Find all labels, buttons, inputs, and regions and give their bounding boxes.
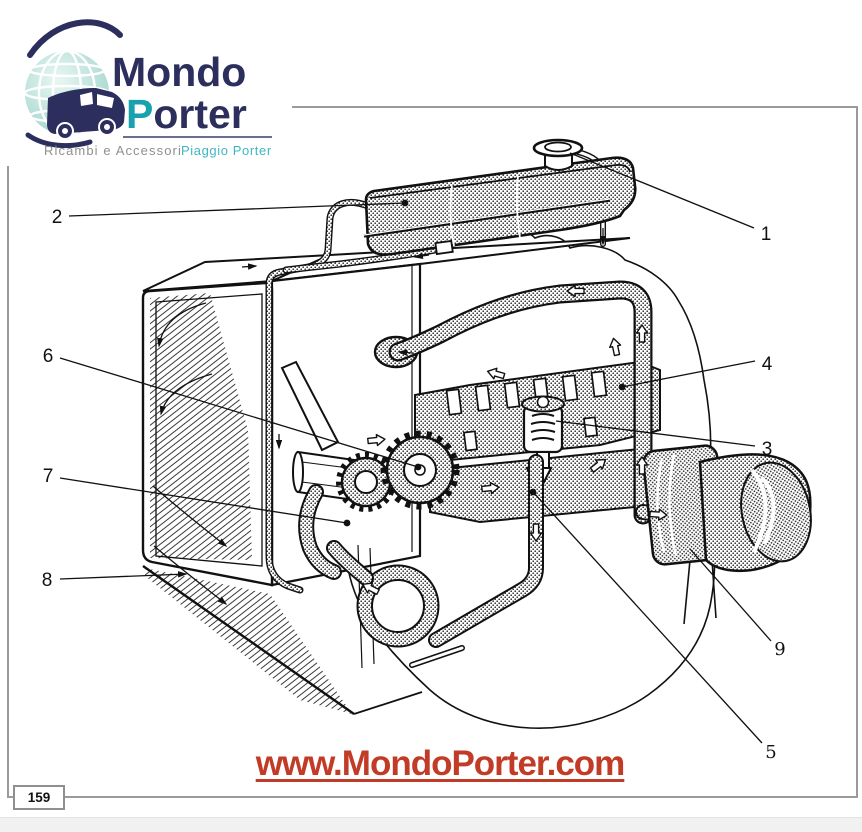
- callout-2-label: 2: [52, 207, 63, 228]
- callout-3-label: 3: [762, 439, 773, 460]
- website-watermark[interactable]: www.MondoPorter.com: [0, 744, 862, 784]
- flow-arrows: [241, 228, 669, 598]
- callout-1-label: 1: [761, 224, 772, 245]
- website-url[interactable]: www.MondoPorter.com: [255, 744, 626, 783]
- callout-leaders: [59, 152, 772, 744]
- bottom-bar: [0, 817, 862, 832]
- callout-4-label: 4: [762, 354, 773, 375]
- callout-labels: 1 2 3 4 5 6 7 8 9: [42, 207, 786, 763]
- page-number: 159: [27, 790, 51, 805]
- callout-9-label: 9: [774, 639, 785, 660]
- brand-word-2-rest: orter: [153, 91, 246, 137]
- water-pump: [336, 430, 460, 512]
- svg-text:Porter: Porter: [126, 91, 247, 137]
- brand-word-1: Mondo: [112, 49, 246, 95]
- callout-7-label: 7: [43, 466, 54, 487]
- tagline-left: Ricambi e Accessori: [44, 143, 182, 158]
- van-icon: [47, 88, 125, 140]
- radiator: [141, 237, 631, 715]
- mondo-porter-logo: Mondo Porter Ricambi e Accessori Piaggio…: [0, 0, 292, 166]
- page-number-box: 159: [13, 785, 65, 810]
- blower-unit: [642, 444, 812, 625]
- callout-5-label: 5: [765, 742, 776, 763]
- filler-cap: [532, 138, 584, 171]
- callout-6-label: 6: [43, 346, 54, 367]
- upper-hose: [388, 280, 653, 525]
- tagline-right: Piaggio Porter: [181, 143, 272, 158]
- brand-word-2-initial: P: [126, 91, 153, 137]
- return-hose: [326, 454, 544, 648]
- figure-frame: [7, 106, 858, 798]
- callout-8-label: 8: [42, 570, 53, 591]
- expansion-tank: [363, 138, 637, 256]
